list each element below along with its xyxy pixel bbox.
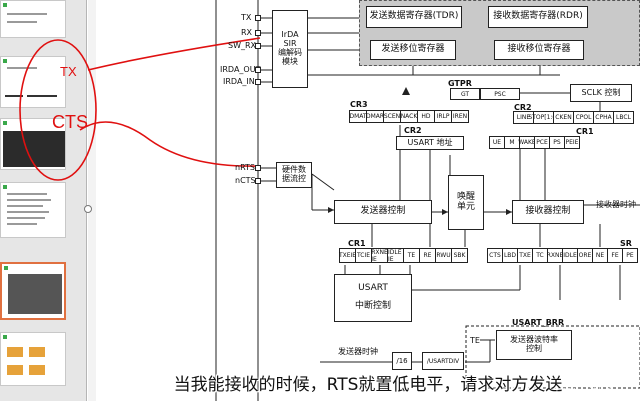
register-bit: TCIE <box>355 248 372 263</box>
register-bit: IDLE <box>562 248 578 263</box>
usartdiv-block: /USARTDIV <box>422 352 464 370</box>
te-label: TE <box>470 336 480 345</box>
scroll-handle[interactable] <box>84 205 92 213</box>
slide-thumbnail[interactable] <box>0 332 66 386</box>
irda-block: IrDA SIR 编解码 模块 <box>272 10 308 88</box>
register-bit: UE <box>489 136 505 149</box>
pin-tx: TX <box>241 13 252 22</box>
video-subtitle: 当我能接收的时候，RTS就置低电平，请求对方发送 <box>173 375 563 395</box>
pin-nrts: nRTS <box>235 163 256 172</box>
register-bit: CPHA <box>593 111 614 124</box>
tx-shift-register: 发送移位寄存器 <box>370 40 456 60</box>
register-bit: CTS <box>487 248 503 263</box>
register-bit: DMAT <box>349 110 367 123</box>
rx-shift-register: 接收移位寄存器 <box>494 40 584 60</box>
receiver-clock-label: 接收器时钟 <box>596 200 636 209</box>
cr1-label: CR1 <box>576 127 594 136</box>
cr1b-label: CR1 <box>348 239 366 248</box>
slide-thumbnail-selected[interactable] <box>0 262 66 320</box>
register-bit: NE <box>592 248 608 263</box>
register-bit: PE <box>622 248 638 263</box>
receiver-control: 接收器控制 <box>512 200 584 224</box>
pin-irda-in: IRDA_IN <box>223 77 255 86</box>
hardware-flow-control: 硬件数 据流控 <box>276 162 312 188</box>
watermark: CSDN @魏伯朗 <box>556 387 614 396</box>
tdr-block: 发送数据寄存器(TDR) <box>366 6 462 28</box>
register-bit: HD <box>417 110 435 123</box>
register-bit: IDLE IE <box>387 248 404 263</box>
register-bit: FE <box>607 248 623 263</box>
register-bit: LBCL <box>613 111 634 124</box>
slide-thumbnail-panel[interactable] <box>0 0 87 401</box>
register-bit: PEIE <box>564 136 580 149</box>
register-bit: SCEN <box>383 110 401 123</box>
pin-rx: RX <box>241 28 253 37</box>
register-bit: RXNE <box>547 248 563 263</box>
pin-marker <box>255 15 261 21</box>
cr3-label: CR3 <box>350 100 368 109</box>
slide-divider <box>88 0 96 401</box>
cr2-label: CR2 <box>514 103 532 112</box>
transmitter-control: 发送器控制 <box>334 200 432 224</box>
baud-rate-control: 发送器波特率 控制 <box>496 330 572 360</box>
pin-marker <box>255 30 261 36</box>
pin-marker <box>255 67 261 73</box>
register-bit: TE <box>403 248 420 263</box>
register-bit: NACK <box>400 110 418 123</box>
sclk-control: SCLK 控制 <box>570 84 632 102</box>
pin-marker <box>255 165 261 171</box>
usart-interrupt-control: USART 中断控制 <box>334 274 412 322</box>
register-bit: TXEIE <box>339 248 356 263</box>
register-bit: RXNE IE <box>371 248 388 263</box>
register-bit: WAKE <box>518 136 536 149</box>
register-bit: RE <box>419 248 436 263</box>
slide-thumbnail[interactable] <box>0 56 66 108</box>
rdr-block: 接收数据寄存器(RDR) <box>488 6 588 28</box>
register-bit: TXE <box>517 248 533 263</box>
usart-irq-title: USART <box>358 283 388 294</box>
pin-marker <box>255 79 261 85</box>
slide-thumbnail[interactable] <box>0 182 66 238</box>
gt-field: GT <box>450 88 480 100</box>
register-bit: STOP[1:0] <box>528 111 559 124</box>
register-bit: RWU <box>435 248 452 263</box>
pin-ncts: nCTS <box>235 176 256 185</box>
register-bit: M <box>504 136 520 149</box>
pin-marker <box>255 43 261 49</box>
register-bit: ORE <box>577 248 593 263</box>
handwriting-tx: TX <box>60 64 77 79</box>
div16-block: /16 <box>392 352 412 370</box>
cr2b-label: CR2 <box>404 126 422 135</box>
gtpr-label: GTPR <box>448 79 472 88</box>
register-bit: IREN <box>451 110 469 123</box>
transmitter-clock-label: 发送器时钟 <box>338 347 378 356</box>
pin-irda-out: IRDA_OUT <box>220 65 261 74</box>
pin-sw-rx: SW_RX <box>228 41 257 50</box>
sr-label: SR <box>620 239 632 248</box>
register-bit: PCE <box>534 136 550 149</box>
slide-thumbnail[interactable] <box>0 0 66 38</box>
usart-irq-subtitle: 中断控制 <box>354 301 391 311</box>
psc-field: PSC <box>480 88 520 100</box>
usart-address: USART 地址 <box>396 136 464 150</box>
usart-brr-label: USART_BRR <box>512 318 565 327</box>
wakeup-unit: 唤醒 单元 <box>448 175 484 230</box>
register-bit: PS <box>549 136 565 149</box>
register-bit: CPOL <box>573 111 594 124</box>
register-bit: LBD <box>502 248 518 263</box>
register-bit: IRLP <box>434 110 452 123</box>
register-bit: SBK <box>451 248 468 263</box>
register-bit: DMAR <box>366 110 384 123</box>
register-bit: TC <box>532 248 548 263</box>
handwriting-cts: CTS <box>52 112 88 132</box>
pin-marker <box>255 178 261 184</box>
register-bit: CKEN <box>553 111 574 124</box>
